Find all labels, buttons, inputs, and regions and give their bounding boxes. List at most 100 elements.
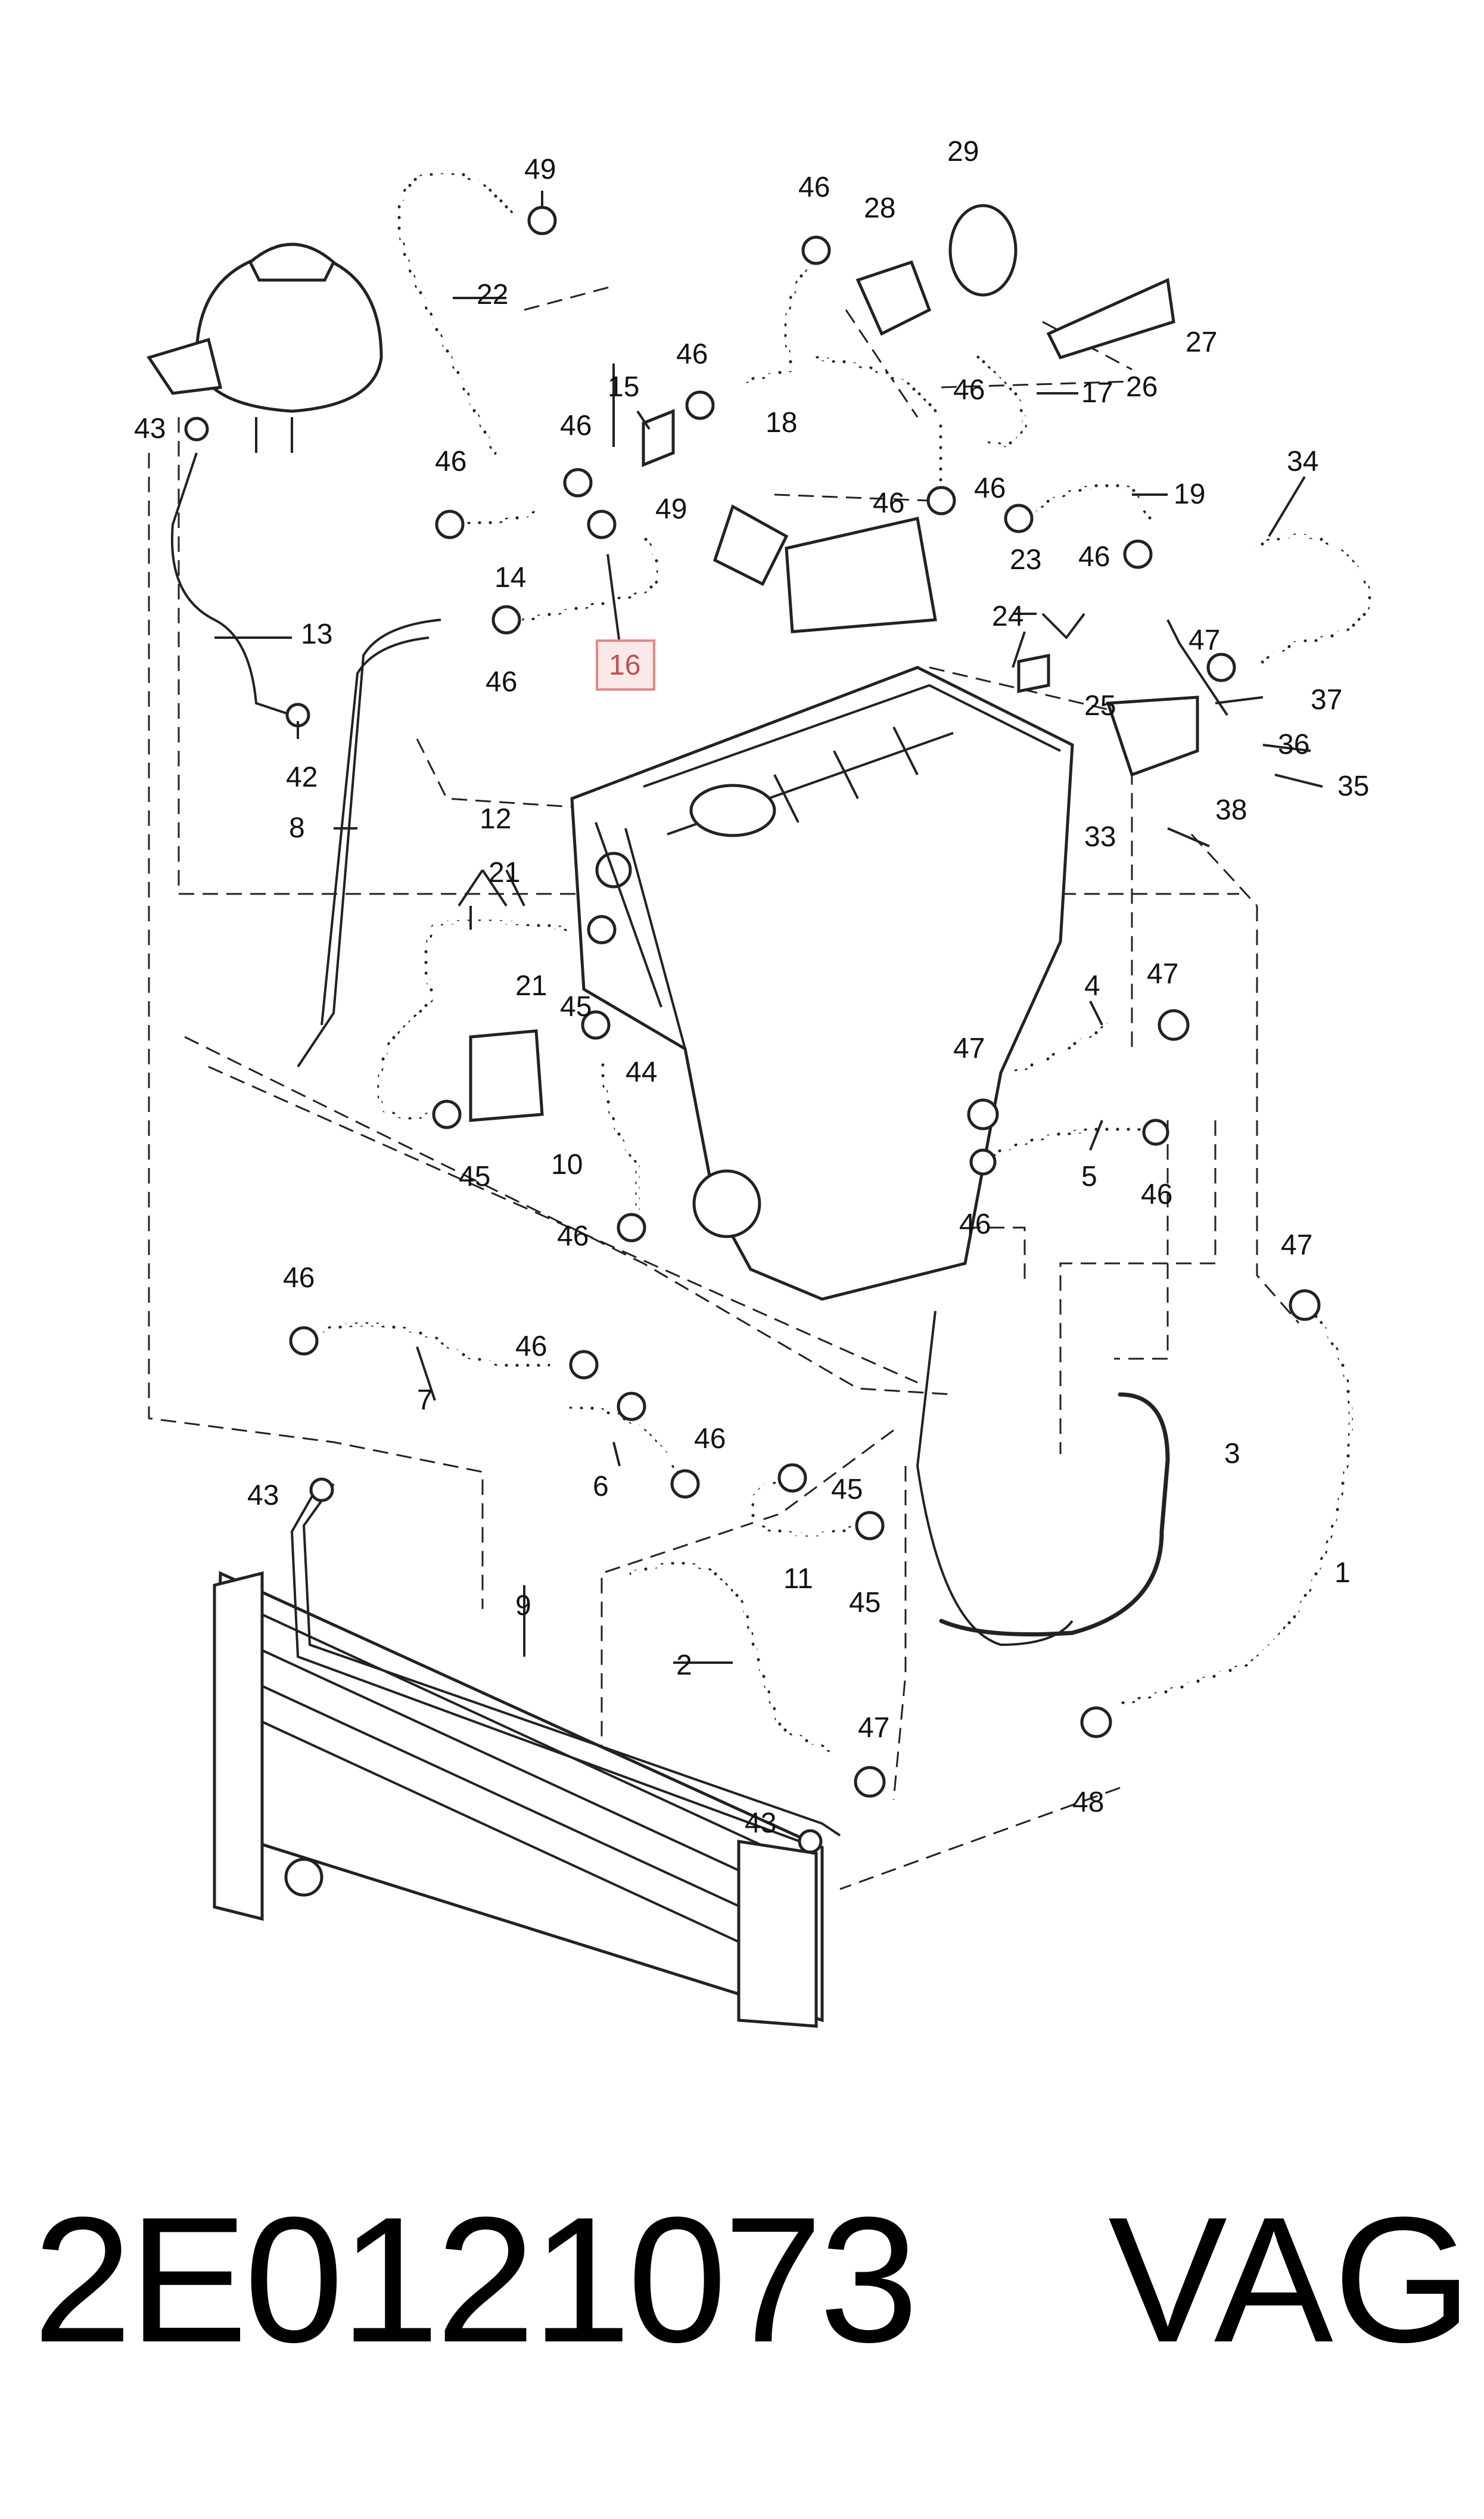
hose-16 bbox=[522, 534, 661, 622]
hose-4 bbox=[1010, 1023, 1110, 1075]
callout-34: 34 bbox=[1287, 446, 1318, 477]
callout-4: 4 bbox=[1084, 970, 1100, 1002]
hose-34 bbox=[1249, 533, 1371, 664]
hose-2 bbox=[629, 1561, 836, 1754]
callout-17: 17 bbox=[1081, 377, 1113, 409]
callout-46a: 46 bbox=[798, 172, 830, 203]
callout-6: 6 bbox=[593, 1471, 609, 1502]
callout-46h: 46 bbox=[974, 473, 1006, 504]
callout-15: 15 bbox=[608, 371, 639, 403]
radiator bbox=[213, 1571, 824, 2028]
highlight-box-16 bbox=[596, 639, 655, 691]
callout-13: 13 bbox=[301, 619, 332, 650]
callout-46c: 46 bbox=[560, 410, 592, 442]
callout-46i: 46 bbox=[1078, 541, 1110, 573]
hose-14 bbox=[450, 510, 539, 527]
pipe-9 bbox=[302, 1483, 841, 1837]
callout-46n: 46 bbox=[515, 1331, 547, 1362]
callout-33: 33 bbox=[1084, 821, 1116, 853]
callout-43c: 43 bbox=[745, 1807, 776, 1839]
pipe-13 bbox=[170, 452, 293, 716]
callout-36: 36 bbox=[1278, 729, 1309, 760]
engine-block bbox=[570, 666, 1074, 1301]
callout-48: 48 bbox=[1072, 1787, 1104, 1818]
pipe-9b bbox=[290, 1489, 817, 1849]
callout-21a: 21 bbox=[489, 857, 520, 889]
part-number-caption: 2E0121073 VAG bbox=[0, 2181, 1484, 2378]
callout-21b: 21 bbox=[515, 970, 547, 1002]
callout-43a: 43 bbox=[134, 413, 166, 445]
hose-18 bbox=[742, 260, 813, 384]
callout-46f: 46 bbox=[953, 374, 985, 406]
callout-24: 24 bbox=[992, 601, 1023, 632]
callout-18: 18 bbox=[766, 407, 797, 439]
callout-37: 37 bbox=[1311, 684, 1342, 716]
callout-16: 16 bbox=[609, 650, 640, 681]
small-components bbox=[469, 204, 1199, 1122]
callout-46b: 46 bbox=[676, 338, 708, 370]
callout-46l: 46 bbox=[1141, 1179, 1172, 1210]
metal-pipes bbox=[170, 452, 1074, 1849]
callout-19: 19 bbox=[1174, 479, 1205, 510]
callout-14: 14 bbox=[494, 562, 526, 594]
callout-26: 26 bbox=[1126, 371, 1158, 403]
hose-19 bbox=[1028, 483, 1152, 521]
callout-44: 44 bbox=[626, 1057, 657, 1088]
hose-3 bbox=[939, 1392, 1170, 1636]
callout-2: 2 bbox=[676, 1650, 692, 1681]
hose-6 bbox=[564, 1404, 682, 1486]
hose-5 bbox=[987, 1127, 1158, 1158]
hose-17 bbox=[975, 355, 1027, 448]
callout-46m: 46 bbox=[283, 1262, 315, 1294]
callout-45a: 45 bbox=[560, 991, 592, 1023]
callout-46e: 46 bbox=[486, 666, 517, 698]
callout-29: 29 bbox=[947, 136, 979, 167]
hose-18b bbox=[808, 355, 944, 497]
callout-7: 7 bbox=[417, 1384, 433, 1416]
callout-46d: 46 bbox=[435, 446, 466, 477]
callout-46k: 46 bbox=[959, 1209, 991, 1240]
callout-46o: 46 bbox=[694, 1423, 726, 1455]
hose-1 bbox=[1118, 1309, 1353, 1707]
brand-name: VAG bbox=[1108, 2179, 1473, 2380]
hose-clamps bbox=[184, 206, 1321, 1854]
pipe-8 bbox=[297, 619, 441, 1068]
callout-1: 1 bbox=[1334, 1557, 1351, 1589]
hose-12 bbox=[377, 920, 574, 1120]
callout-46g: 46 bbox=[873, 487, 904, 519]
callout-12: 12 bbox=[480, 803, 511, 835]
callout-9: 9 bbox=[515, 1590, 531, 1622]
callout-45c: 45 bbox=[831, 1474, 863, 1505]
callout-35: 35 bbox=[1337, 771, 1369, 802]
callout-28: 28 bbox=[864, 192, 895, 224]
pipe-center bbox=[916, 1310, 1074, 1647]
callout-47b: 47 bbox=[953, 1033, 985, 1064]
callout-47e: 47 bbox=[858, 1712, 889, 1744]
callout-3: 3 bbox=[1224, 1438, 1240, 1470]
callout-22: 22 bbox=[477, 279, 508, 310]
callout-27: 27 bbox=[1186, 327, 1217, 358]
hose-10 bbox=[599, 1058, 640, 1230]
label-leaders bbox=[214, 191, 1323, 1664]
callout-8: 8 bbox=[289, 812, 305, 844]
callout-49a: 49 bbox=[524, 154, 556, 185]
callout-42: 42 bbox=[286, 762, 318, 793]
callout-25: 25 bbox=[1084, 690, 1116, 722]
coolant-expansion-tank bbox=[147, 243, 383, 453]
hose-11 bbox=[749, 1476, 860, 1537]
callout-49b: 49 bbox=[655, 493, 687, 525]
pipe-8b bbox=[321, 636, 430, 1026]
callout-labels: 1 2 3 4 5 6 7 8 9 10 11 12 13 14 15 16 1… bbox=[134, 136, 1369, 1839]
callout-47a: 47 bbox=[1147, 958, 1178, 990]
callout-23: 23 bbox=[1010, 544, 1041, 576]
callout-43b: 43 bbox=[247, 1480, 279, 1511]
callout-11: 11 bbox=[783, 1563, 813, 1595]
coolant-hose-exploded-diagram: 1 2 3 4 5 6 7 8 9 10 11 12 13 14 15 16 1… bbox=[134, 136, 1371, 2028]
hose-7 bbox=[307, 1322, 550, 1368]
hose-22 bbox=[397, 170, 515, 455]
callout-38: 38 bbox=[1215, 794, 1247, 826]
callout-45b: 45 bbox=[459, 1161, 490, 1192]
callout-10: 10 bbox=[551, 1149, 583, 1181]
part-number: 2E0121073 bbox=[33, 2179, 919, 2380]
callout-46j: 46 bbox=[557, 1220, 589, 1252]
